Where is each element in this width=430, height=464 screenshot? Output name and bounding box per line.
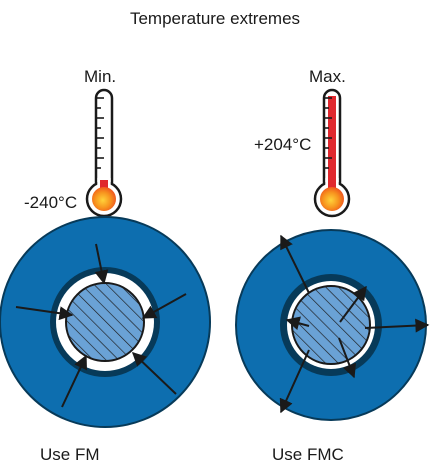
left-seal-cross-section <box>0 216 211 428</box>
left-inward-arrows <box>15 243 187 408</box>
max-thermometer-icon <box>313 88 351 218</box>
right-outward-arrows <box>279 234 430 414</box>
left-caption: Use FM <box>40 445 100 464</box>
max-label: Max. <box>309 67 346 86</box>
diagram-title: Temperature extremes <box>129 9 301 28</box>
max-temperature-value: +204°C <box>254 135 312 154</box>
min-label: Min. <box>84 67 117 86</box>
right-seal-cross-section <box>235 229 430 421</box>
right-caption: Use FMC <box>272 445 344 464</box>
min-temperature-value: -240°C <box>24 193 78 212</box>
min-thermometer-icon <box>85 88 123 218</box>
max-mercury-fill <box>328 96 336 196</box>
